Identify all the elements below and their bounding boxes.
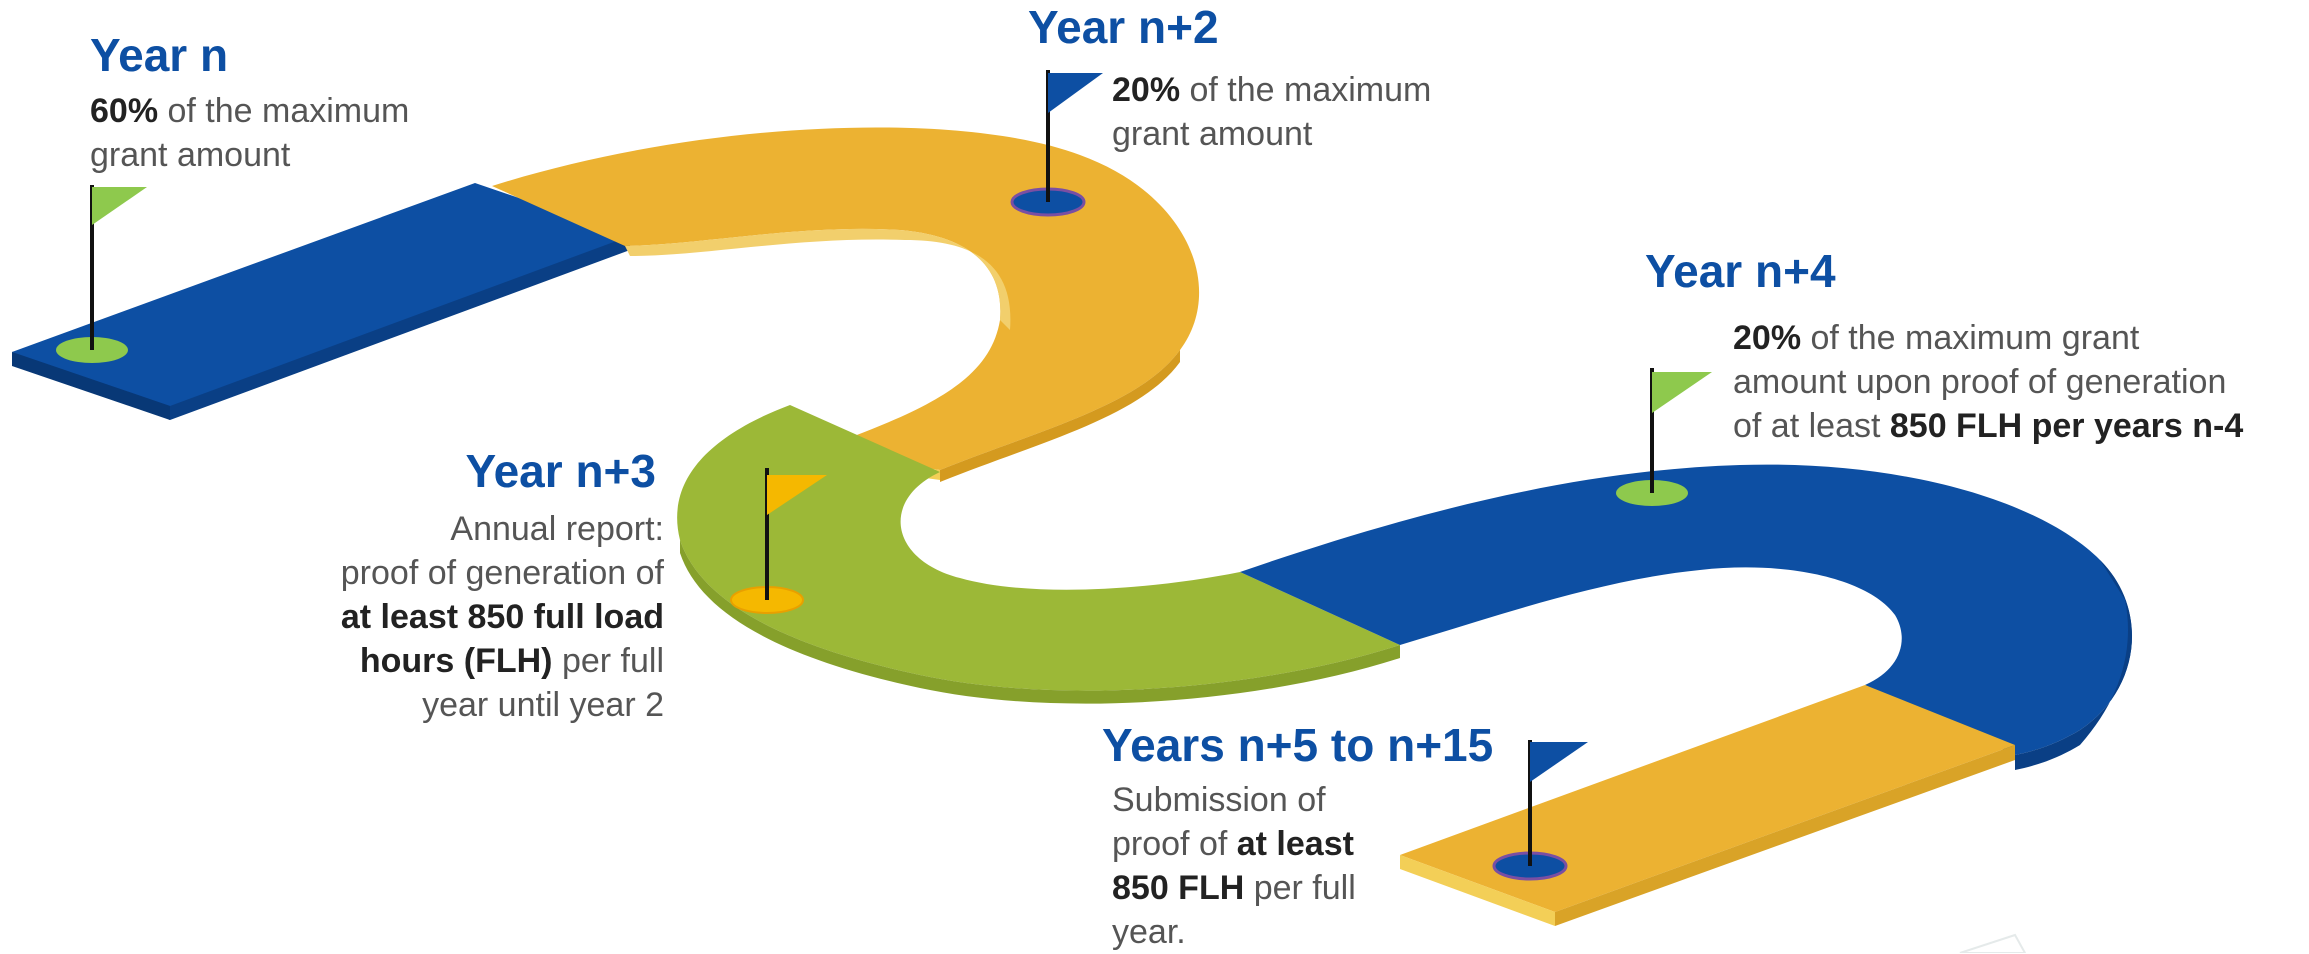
road-segment-year-n	[12, 183, 630, 420]
flag-year-n4	[1616, 368, 1712, 506]
milestone-title: Year n	[90, 29, 229, 81]
road-segment-year-n3	[677, 405, 1400, 704]
milestone-title: Year n+4	[1645, 245, 1836, 297]
milestone-year-n2: Year n+2	[1028, 2, 1219, 53]
milestone-year-n3: Year n+3 Annual report: proof of generat…	[280, 446, 664, 727]
milestone-year-n4-description: 20% of the maximum grant amount upon pro…	[1733, 319, 2244, 445]
milestone-years-n5-n15: Years n+5 to n+15	[1102, 720, 1493, 771]
corner-watermark-icon	[1959, 933, 2027, 953]
flag-year-n3	[730, 468, 827, 614]
milestone-year-n: Year n 60% of the maximum grant amount	[90, 30, 409, 177]
milestone-title: Years n+5 to n+15	[1102, 719, 1494, 771]
milestone-year-n2-description: 20% of the maximum grant amount	[1112, 71, 1432, 153]
flag-years-n5-n15	[1492, 740, 1588, 881]
milestone-years-n5-n15-description: Submission of proof of at least 850 FLH …	[1112, 781, 1356, 951]
milestone-description: 60% of the maximum grant amount	[90, 91, 410, 174]
flag-year-n2	[1010, 70, 1103, 217]
milestone-title: Year n+3	[465, 445, 656, 497]
milestone-description: Annual report: proof of generation of at…	[340, 509, 664, 724]
road-segment-year-n4	[1240, 464, 2133, 770]
flag-year-n	[56, 185, 147, 363]
milestone-title: Year n+2	[1028, 1, 1219, 53]
road-segment-year-n2	[492, 127, 1200, 482]
milestone-year-n4: Year n+4	[1645, 246, 1836, 297]
